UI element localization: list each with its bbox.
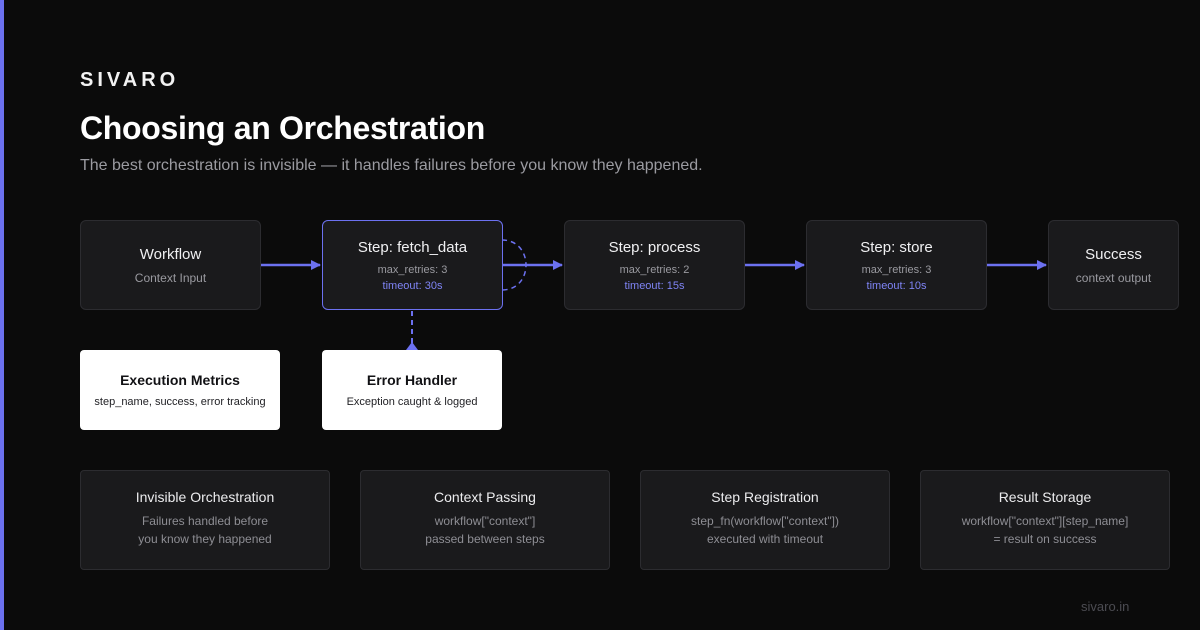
accent-bar [0, 0, 4, 630]
page-subtitle: The best orchestration is invisible — it… [80, 157, 703, 174]
workflow-sub: Context Input [134, 270, 207, 285]
error-handler-card: Error Handler Exception caught & logged [322, 350, 502, 430]
error-connector-head [406, 342, 418, 350]
process-title: Step: process [608, 238, 701, 256]
info-card-step-registration: Step Registration step_fn(workflow["cont… [640, 470, 890, 570]
store-timeout: timeout: 10s [866, 279, 927, 292]
fetch-data-title: Step: fetch_data [357, 238, 468, 256]
info-card-line: you know they happened [138, 532, 272, 546]
success-sub: context output [1075, 270, 1152, 285]
store-step: Step: store max_retries: 3 timeout: 10s [806, 220, 987, 310]
info-card-invisible-orchestration: Invisible Orchestration Failures handled… [80, 470, 330, 570]
info-card-context-passing: Context Passing workflow["context"] pass… [360, 470, 610, 570]
fetch-data-step: Step: fetch_data max_retries: 3 timeout:… [322, 220, 503, 310]
fetch-data-timeout: timeout: 30s [382, 279, 443, 292]
error-handler-sub: Exception caught & logged [346, 396, 478, 408]
store-title: Step: store [860, 238, 933, 256]
execution-metrics-card: Execution Metrics step_name, success, er… [80, 350, 280, 430]
info-card-title: Result Storage [998, 489, 1092, 505]
success-title: Success [1085, 245, 1142, 263]
info-card-line: step_fn(workflow["context"]) [691, 514, 839, 528]
process-step: Step: process max_retries: 2 timeout: 15… [564, 220, 745, 310]
info-card-line: executed with timeout [706, 532, 824, 546]
footer-url[interactable]: sivaro.in [1081, 599, 1130, 614]
workflow-node: Workflow Context Input [80, 220, 261, 310]
error-handler-title: Error Handler [366, 372, 458, 388]
success-node: Success context output [1048, 220, 1179, 310]
store-retries: max_retries: 3 [861, 263, 932, 276]
execution-metrics-title: Execution Metrics [120, 372, 240, 388]
info-card-title: Step Registration [711, 489, 819, 505]
info-card-line: workflow["context"] [434, 514, 536, 528]
execution-metrics-sub: step_name, success, error tracking [94, 396, 266, 408]
page-title: Choosing an Orchestration [80, 110, 485, 146]
process-retries: max_retries: 2 [619, 263, 690, 276]
process-timeout: timeout: 15s [624, 279, 685, 292]
info-card-title: Invisible Orchestration [135, 489, 275, 505]
info-card-line: workflow["context"][step_name] [961, 514, 1129, 528]
info-card-result-storage: Result Storage workflow["context"][step_… [920, 470, 1170, 570]
info-card-title: Context Passing [434, 489, 536, 505]
info-card-line: passed between steps [425, 532, 545, 546]
workflow-title: Workflow [139, 245, 202, 263]
info-card-line: Failures handled before [141, 514, 269, 528]
brand-logo: SIVARO [80, 69, 180, 91]
fetch-data-retries: max_retries: 3 [377, 263, 448, 276]
retry-loop [501, 239, 527, 291]
info-card-line: = result on success [993, 532, 1097, 546]
